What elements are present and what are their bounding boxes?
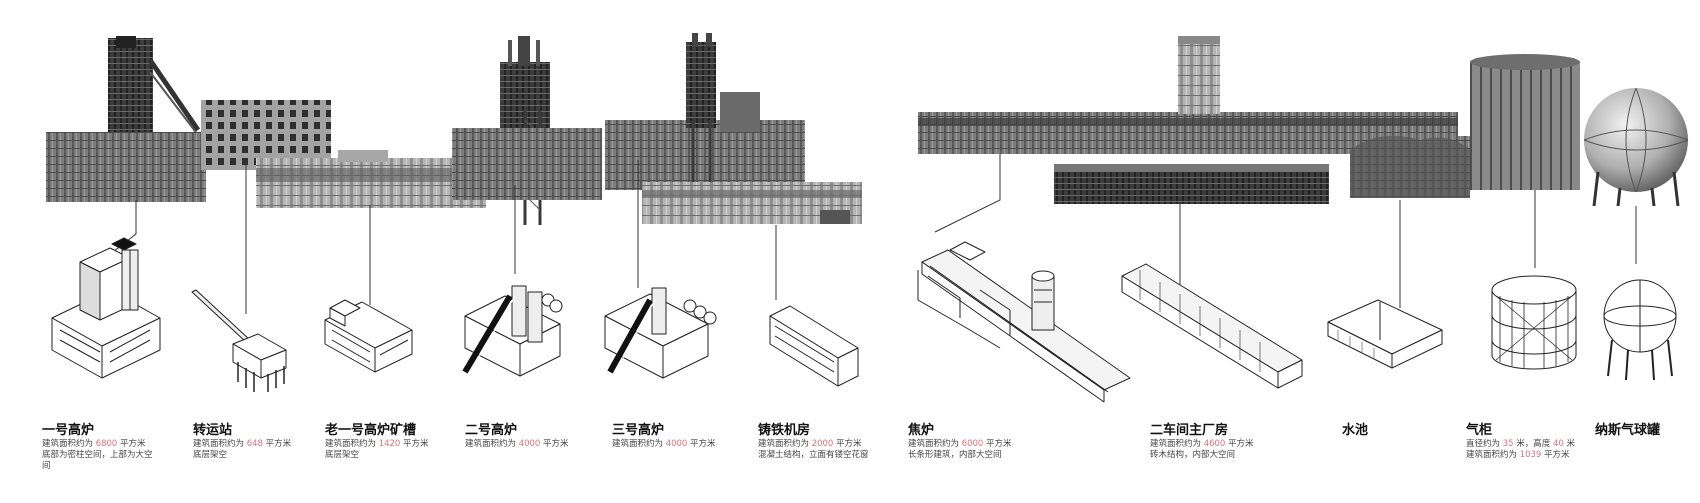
ore-trough-photo [256,158,486,208]
caption-title: 水池 [1342,423,1369,438]
caption-transfer-station: 转运站 建筑面积约为 648 平方米 底层架空 [193,423,358,461]
caption-gas-sphere: 纳斯气球罐 [1595,423,1700,439]
caption-area: 建筑面积约为 6800 平方米 [42,439,146,449]
caption-note: 长条形建筑，内部大空间 [908,450,1002,460]
model-blast-furnace-3 [604,287,717,379]
caption-note: 混凝土结构，立面有镂空花窗 [758,450,869,460]
caption-workshop: 二车间主厂房 建筑面积约为 4600 平方米 砖木结构，内部大空间 [1150,423,1315,461]
caption-title: 二车间主厂房 [1150,423,1229,438]
furnace-1-tower-photo [108,38,153,134]
caption-area: 建筑面积约为 4600 平方米 [1150,439,1254,449]
model-blast-furnace-1 [51,237,161,379]
caption-note: 底层架空 [193,450,228,460]
model-water-pool [1327,299,1443,369]
caption-water-pool: 水池 [1342,423,1507,439]
caption-title: 三号高炉 [612,423,665,438]
model-gas-sphere [1603,279,1677,381]
caption-area: 建筑面积约为 648 平方米 [193,439,292,449]
caption-blast-furnace-3: 三号高炉 建筑面积约为 4000 平方米 [612,423,777,450]
gas-holder-photo [1470,62,1580,190]
caption-casting-room: 铸铁机房 建筑面积约为 2000 平方米 混凝土结构，立面有镂空花窗 [758,423,923,461]
gas-sphere-photo [1584,88,1688,192]
model-gas-holder [1491,275,1577,370]
caption-title: 气柜 [1466,423,1493,438]
caption-title: 铸铁机房 [758,423,811,438]
furnace-3-base-photo [605,120,805,190]
caption-area: 建筑面积约为 4000 平方米 [612,439,716,449]
caption-area: 建筑面积约为 1039 平方米 [1466,450,1570,460]
caption-area: 建筑面积约为 2000 平方米 [758,439,862,449]
model-blast-furnace-2 [462,285,563,377]
model-ore-trough [324,299,413,373]
caption-dimensions: 直径约为 35 米，高度 40 米 [1466,439,1575,449]
caption-title: 转运站 [193,423,233,438]
leader-lines [99,154,1637,314]
caption-note: 砖木结构，内部大空间 [1150,450,1236,460]
caption-area: 建筑面积约为 4000 平方米 [465,439,569,449]
right-photo-strip [918,36,1689,207]
caption-area: 建筑面积约为 6000 平方米 [908,439,1012,449]
caption-ore-trough: 老一号高炉矿槽 建筑面积约为 1420 平方米 底层架空 [325,423,490,461]
axonometric-models [51,237,1677,403]
model-coke-oven [917,241,1131,403]
coke-tower-photo [1178,36,1220,114]
caption-title: 二号高炉 [465,423,518,438]
model-workshop [1121,263,1303,389]
caption-area: 建筑面积约为 1420 平方米 [325,439,429,449]
caption-note: 底部为密柱空间，上部为大空 [42,450,153,460]
caption-title: 纳斯气球罐 [1595,423,1661,438]
caption-gas-holder: 气柜 直径约为 35 米，高度 40 米 建筑面积约为 1039 平方米 [1466,423,1631,461]
caption-note-2: 间 [42,461,51,471]
workshop-photo [1054,170,1329,204]
model-transfer-station [191,289,287,392]
furnace-2-base-photo [452,128,602,200]
furnace-3-tower-photo [686,42,716,128]
left-photo-strip [46,33,862,225]
caption-title: 焦炉 [908,423,935,438]
caption-title: 老一号高炉矿槽 [325,423,417,438]
caption-blast-furnace-2: 二号高炉 建筑面积约为 4000 平方米 [465,423,630,450]
furnace-1-base-photo [46,132,206,202]
caption-coke-oven: 焦炉 建筑面积约为 6000 平方米 长条形建筑，内部大空间 [908,423,1073,461]
model-casting-room [769,305,859,387]
caption-note: 底层架空 [325,450,360,460]
caption-blast-furnace-1: 一号高炉 建筑面积约为 6800 平方米 底部为密柱空间，上部为大空 间 [42,423,207,472]
caption-title: 一号高炉 [42,423,95,438]
